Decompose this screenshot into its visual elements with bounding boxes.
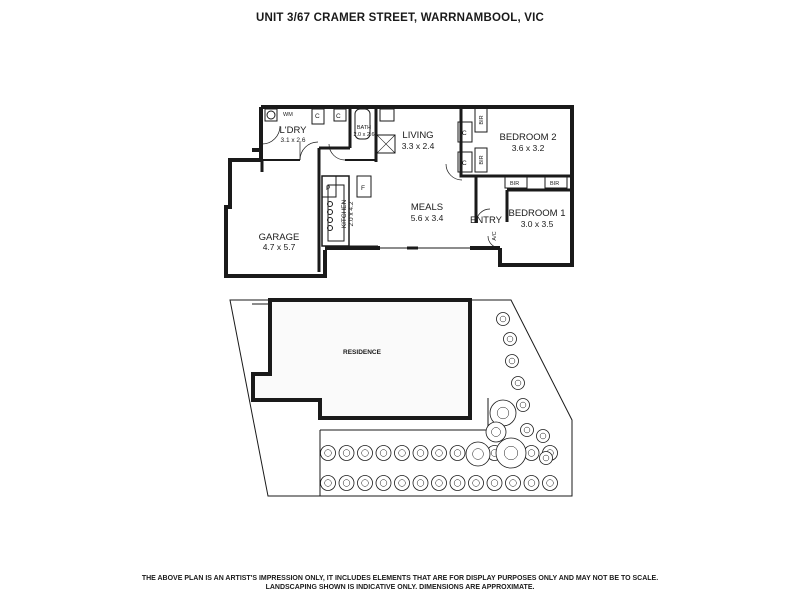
tree-icon: [357, 475, 373, 491]
tree-icon: [486, 475, 503, 491]
washing-machine-label: WM: [283, 112, 293, 118]
bir-bedroom1-left-label: BIR: [510, 181, 519, 187]
tree-icon: [449, 445, 466, 461]
floor-plan-walls: [224, 105, 574, 278]
tree-icon: [412, 445, 429, 461]
living-size: 3.3 x 2.4: [402, 141, 435, 151]
tree-icon: [516, 398, 530, 412]
tree-icon: [468, 475, 484, 491]
tree-icon: [505, 475, 521, 491]
bedroom2-size: 3.6 x 3.2: [512, 143, 545, 153]
plan-title: UNIT 3/67 CRAMER STREET, WARRNAMBOOL, VI…: [255, 12, 545, 24]
bedroom1-label: BEDROOM 1: [508, 208, 565, 219]
disclaimer: THE ABOVE PLAN IS AN ARTIST'S IMPRESSION…: [0, 574, 800, 592]
tree-icon: [496, 312, 510, 326]
tree-icon: [375, 445, 392, 461]
garage-size: 4.7 x 5.7: [263, 242, 296, 252]
cupboard-lower-label: C: [462, 160, 467, 167]
tree-icon: [394, 445, 410, 461]
room-labels: LIVING 3.3 x 2.4 BEDROOM 2 3.6 x 3.2 BED…: [259, 112, 566, 252]
tree-icon: [320, 475, 336, 491]
entry-label: ENTRY: [470, 215, 503, 226]
tree-icon: [338, 445, 355, 461]
kitchen-label: KITCHEN: [341, 199, 348, 228]
disclaimer-line-1: THE ABOVE PLAN IS AN ARTIST'S IMPRESSION…: [141, 575, 659, 582]
tree-icon: [449, 475, 466, 491]
meals-label: MEALS: [411, 202, 443, 213]
meals-size: 5.6 x 3.4: [411, 213, 444, 223]
pantry-label: P: [326, 185, 330, 192]
bir-lower-label: BIR: [479, 155, 485, 164]
kitchen-size: 2.0 x 4.2: [348, 201, 355, 226]
bir-bedroom1-right-label: BIR: [550, 181, 559, 187]
tree-icon: [394, 475, 410, 491]
bath-size: 2.0 x 2.6: [353, 132, 374, 138]
bir-upper-label: BIR: [479, 115, 485, 124]
laundry-size: 3.1 x 2.6: [281, 137, 306, 144]
landscaping-trees: [320, 312, 558, 491]
laundry-cupboard-label: C: [315, 113, 320, 120]
disclaimer-line-2: LANDSCAPING SHOWN IS INDICATIVE ONLY. DI…: [265, 584, 535, 591]
residence-footprint: [251, 298, 472, 420]
tree-icon: [357, 445, 373, 461]
tree-icon: [495, 437, 527, 469]
tree-icon: [431, 445, 447, 461]
residence-label: RESIDENCE: [343, 349, 382, 356]
tree-icon: [412, 475, 429, 491]
tree-icon: [536, 429, 550, 443]
cupboard-upper-label: C: [462, 130, 467, 137]
tree-icon: [539, 451, 553, 465]
bedroom1-size: 3.0 x 3.5: [521, 219, 554, 229]
site-plan: RESIDENCE: [229, 298, 573, 497]
tree-icon: [520, 423, 534, 437]
ac-label: A/C: [492, 231, 498, 240]
bath-cupboard-label: C: [336, 113, 341, 120]
tree-icon: [542, 475, 558, 491]
tree-icon: [485, 421, 507, 443]
tree-icon: [465, 441, 491, 467]
tree-icon: [503, 332, 517, 346]
fridge-label: F: [361, 185, 365, 192]
tree-icon: [338, 475, 355, 491]
tree-icon: [375, 475, 392, 491]
bedroom2-label: BEDROOM 2: [499, 132, 556, 143]
tree-icon: [320, 445, 336, 461]
living-label: LIVING: [402, 130, 433, 141]
garage-label: GARAGE: [259, 232, 300, 243]
tree-icon: [511, 376, 525, 390]
tree-icon: [523, 475, 540, 491]
tree-icon: [505, 354, 519, 368]
bath-label: BATH: [357, 125, 371, 131]
tree-icon: [431, 475, 447, 491]
laundry-label: L'DRY: [280, 125, 308, 136]
